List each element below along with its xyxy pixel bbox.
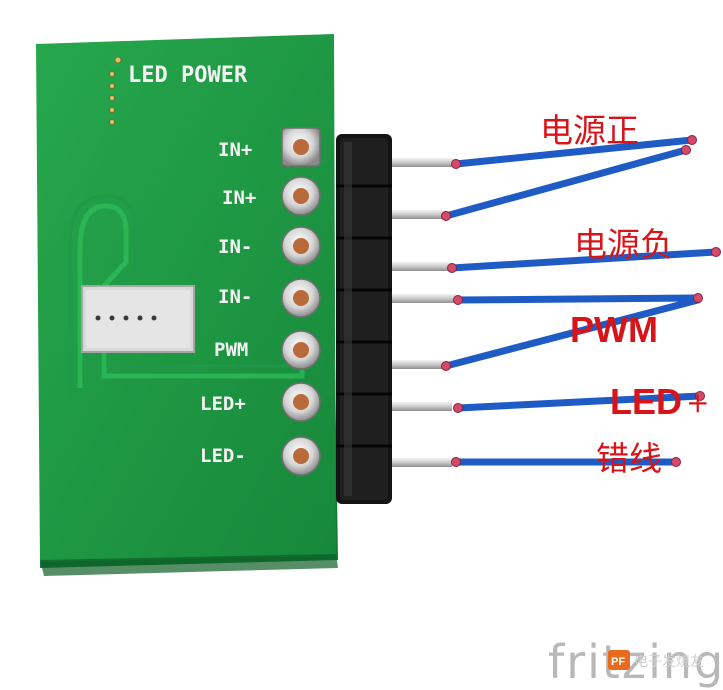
header-pins [392, 158, 456, 467]
pad-holes [95, 315, 157, 321]
pin-label-3: IN- [218, 236, 252, 258]
watermark-small-text: 电子发烧友 [634, 654, 704, 670]
pin-label-1: IN+ [218, 139, 252, 161]
title-vias [109, 56, 122, 125]
board-title: LED POWER [128, 63, 248, 88]
annotation-wrong-wire: 错线 [596, 439, 662, 478]
pin-label-2: IN+ [222, 187, 256, 209]
pin-label-7: LED- [200, 445, 246, 467]
annotation-led-positive: LED [610, 381, 682, 422]
pin-label-6: LED+ [200, 393, 246, 415]
annotation-power-negative: 电源负 [574, 225, 673, 264]
watermark: fritzing PF 电子发烧友 [548, 635, 723, 689]
annotation-pwm: PWM [570, 309, 658, 350]
pin-labels: IN+ IN+ IN- IN- PWM LED+ LED- [200, 139, 256, 467]
annotation-power-positive: 电源正 [540, 111, 639, 150]
pin-label-4: IN- [218, 286, 252, 308]
annotations: 电源正 电源负 PWM LED + 错线 [540, 111, 709, 478]
wire-endpoints [441, 135, 721, 467]
watermark-badge: PF [611, 656, 625, 668]
pcb-board: LED POWER [36, 34, 338, 576]
annotation-led-positive-sign: + [686, 386, 709, 419]
watermark-brand: fritzing [548, 635, 723, 689]
watermark-badge-icon [608, 650, 630, 670]
pin-label-5: PWM [214, 339, 248, 361]
pin-header [336, 134, 392, 504]
wires [442, 136, 720, 466]
solder-pads [281, 127, 321, 476]
